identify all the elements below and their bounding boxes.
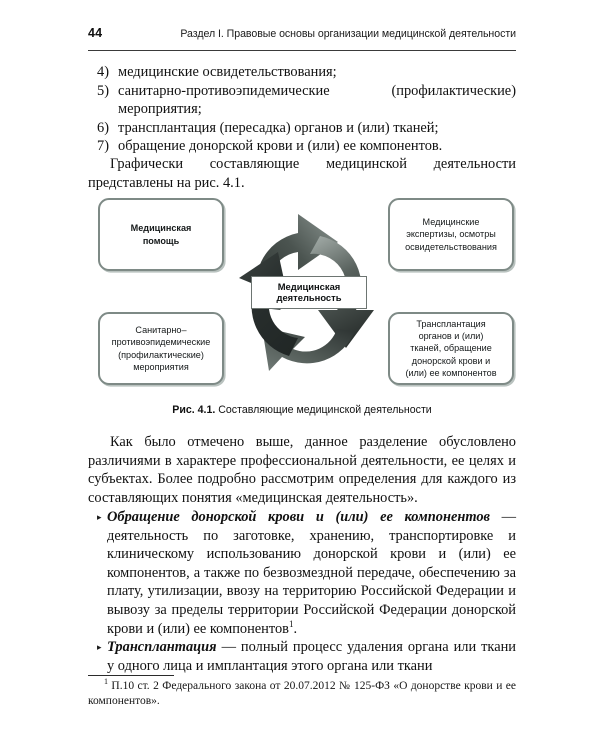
triangle-bullet-icon: ▸	[97, 512, 102, 522]
figure-box-label: Санитарно– противоэпидемические (профила…	[111, 325, 211, 372]
list-text: санитарно-противоэпидемические (профилак…	[118, 82, 516, 118]
figure-box-transplantation: Транспланта­ция органов и (или) тканей, …	[388, 312, 514, 385]
figure-caption-text: Составляющие медицинской деятельности	[218, 404, 432, 416]
definition-item-transplantation: ▸ Транспланта­ция — полный процесс удале…	[88, 638, 516, 675]
list-marker: 6)	[97, 119, 109, 136]
list-marker: 7)	[97, 138, 109, 155]
arrow-top-clockwise	[256, 214, 338, 310]
cycle-center-label: Медицинская деятельность	[251, 276, 367, 309]
footnote-marker: 1	[104, 677, 108, 687]
figure-box-medical-care: Медицинская помощь	[98, 198, 224, 271]
figure-4-1: Медицинская помощь Медицинские экспертиз…	[88, 190, 516, 390]
definition-term: Обращение донорской крови и (или) ее ком…	[107, 509, 490, 525]
footnote-rule	[88, 675, 174, 676]
numbered-list: 4) медицинские освидетельствования; 5) с…	[88, 63, 516, 156]
figure-caption-label: Рис. 4.1.	[172, 404, 216, 416]
figure-box-examinations: Медицинские экспертизы, осмотры освидете…	[388, 198, 514, 271]
footnote-text: П.10 ст. 2 Федерального закона от 20.07.…	[88, 680, 516, 707]
list-item: 6) транспланта­ция (пересадка) органов и…	[88, 119, 516, 138]
list-text: обращение донорской крови и (или) ее ком…	[118, 138, 443, 155]
list-marker: 4)	[97, 64, 109, 80]
list-text: медицинские освидетельствования;	[118, 64, 337, 80]
definition-body: — деятельность по заготовке, хранению, т…	[107, 509, 516, 637]
list-item: 4) медицинские освидетельствования;	[88, 63, 516, 82]
footnote-reference: 1	[288, 618, 294, 629]
definition-text: Обращение донорской крови и (или) ее ком…	[107, 508, 516, 638]
list-marker: 5)	[97, 82, 109, 99]
header-rule	[88, 50, 516, 51]
footnote: 1 П.10 ст. 2 Федерального закона от 20.0…	[88, 677, 516, 708]
figure-box-sanitary-measures: Санитарно– противоэпидемические (профила…	[98, 312, 224, 385]
list-item: 5) санитарно-противоэпидемические (профи…	[88, 82, 516, 119]
triangle-bullet-icon: ▸	[97, 642, 102, 653]
figure-box-label: Медицинская помощь	[130, 223, 192, 246]
list-item: 7) обращение донорской крови и (или) ее …	[88, 137, 516, 156]
figure-caption: Рис. 4.1. Составляющие медицинской деяте…	[88, 404, 516, 416]
definition-term: Транспланта­ция	[107, 639, 217, 656]
definition-tail: .	[293, 620, 298, 637]
definition-text: Транспланта­ция — полный процесс удалени…	[107, 638, 516, 675]
definition-item-blood-circulation: ▸ Обращение донорской крови и (или) ее к…	[88, 508, 516, 638]
arrow-right-clockwise	[310, 236, 374, 348]
definition-body: — полный процесс удаления органа или тка…	[107, 639, 516, 674]
definition-list: ▸ Обращение донорской крови и (или) ее к…	[88, 508, 516, 675]
body-paragraph: Как было отмечено выше, данное разделени…	[88, 434, 516, 506]
figure-box-label: Транспланта­ция органов и (или) тканей, …	[405, 318, 497, 378]
running-head: 44 Раздел I. Правовые основы организации…	[88, 26, 516, 48]
running-title: Раздел I. Правовые основы организации ме…	[180, 28, 516, 40]
figure-box-label: Медицинские экспертизы, осмотры освидете…	[405, 217, 497, 252]
intro-paragraph: Графически составляющие медицинской деят…	[88, 156, 516, 191]
page-number: 44	[88, 26, 103, 40]
list-text: транспланта­ция (пересадка) органов и (и…	[118, 119, 439, 136]
